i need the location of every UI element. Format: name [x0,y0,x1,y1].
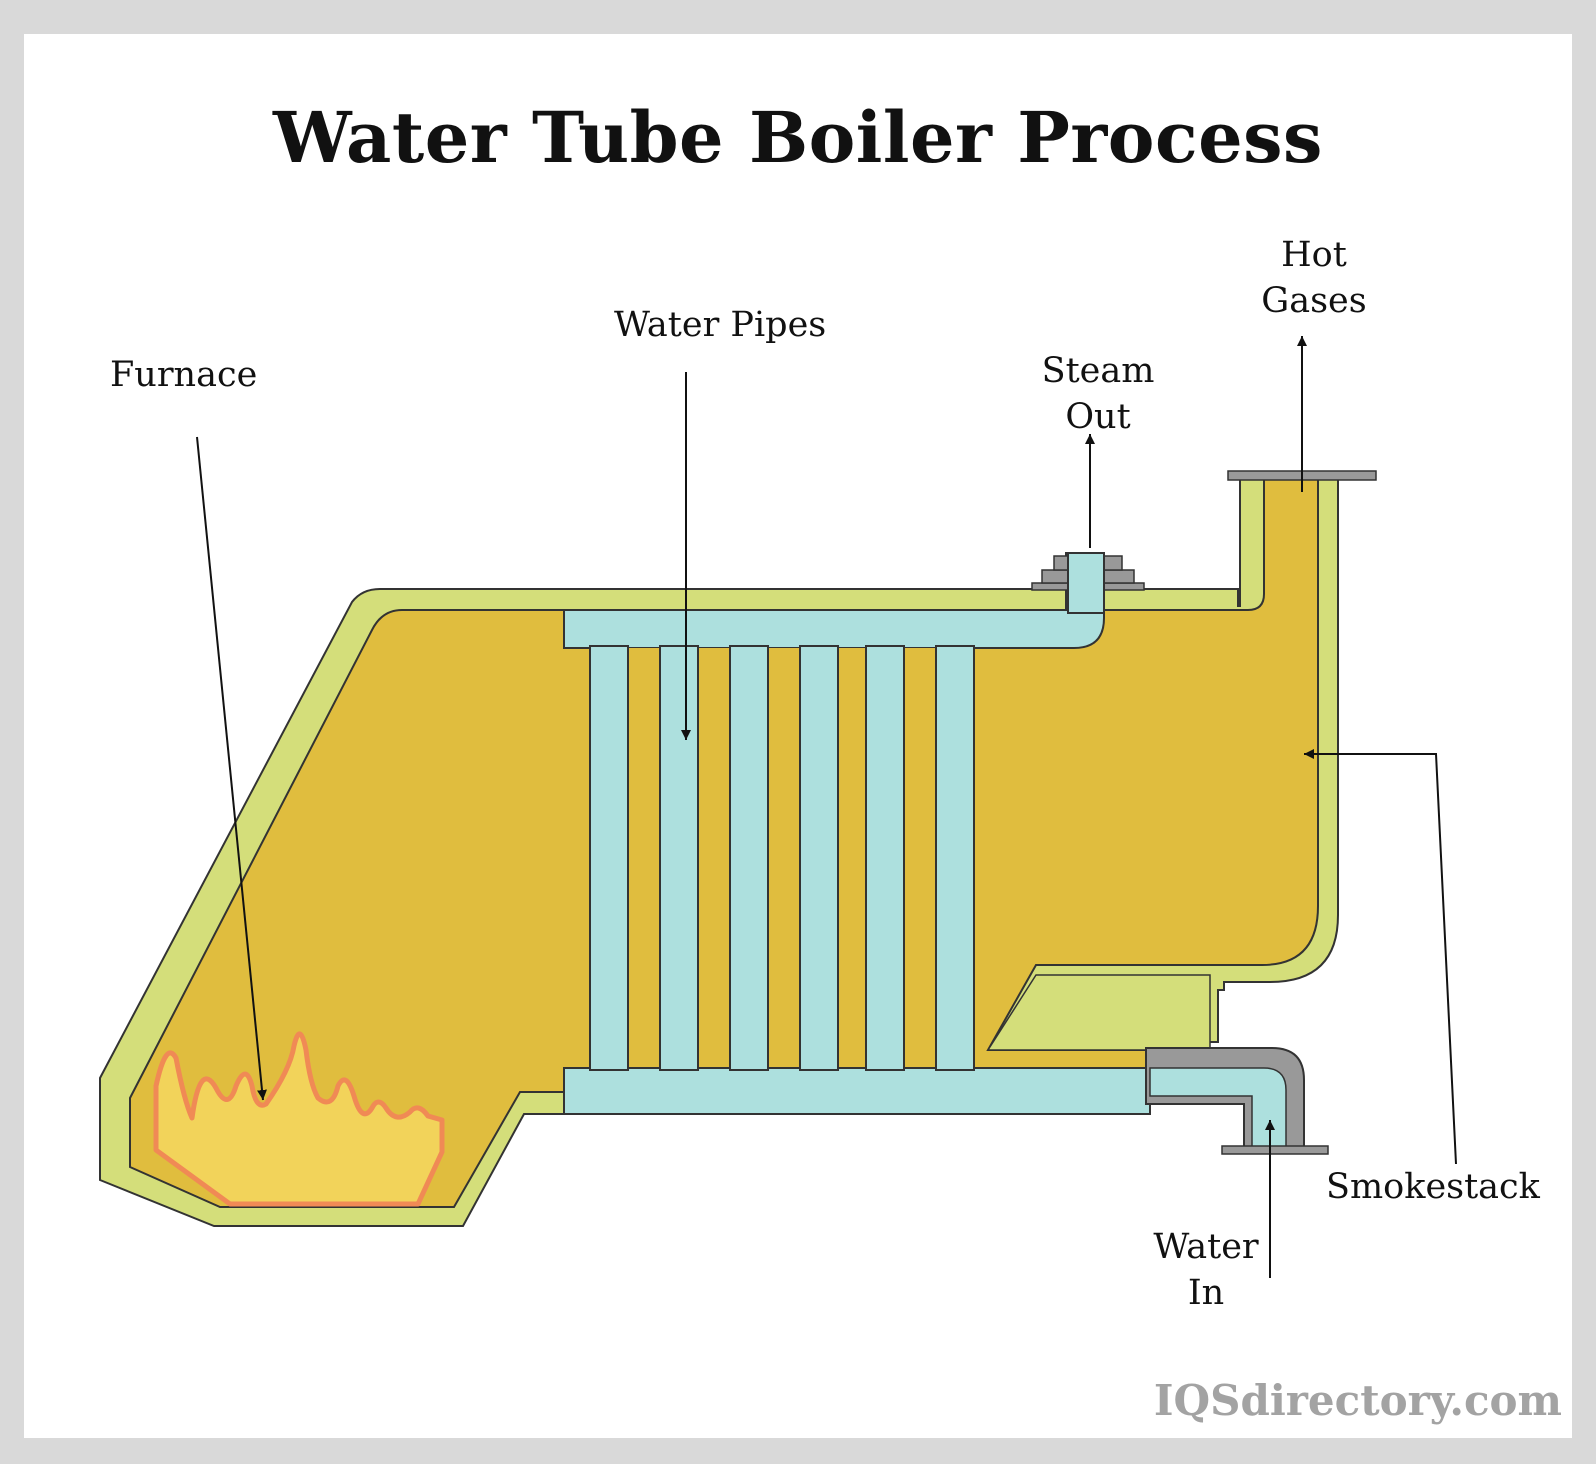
furnace-leader-arrow [196,436,267,1101]
label-water-pipes: Water Pipes [614,305,827,345]
label-furnace: Furnace [110,355,258,395]
label-steam-out-line1: Steam [1041,351,1155,391]
label-water-in: Water In [1146,1224,1266,1316]
label-hot-gases: Hot Gases [1254,232,1374,324]
label-water-in-line2: In [1187,1273,1225,1313]
label-steam-out: Steam Out [1038,348,1158,440]
water-tube-assembly [563,552,1151,1115]
furnace-flame [153,1031,445,1207]
label-hot-gases-line2: Gases [1261,281,1367,321]
label-water-in-line1: Water [1153,1227,1259,1267]
watermark-logo: IQSdirectory.com [1153,1376,1562,1425]
diagram-title: Water Tube Boiler Process [273,96,1323,179]
label-steam-out-line2: Out [1065,397,1131,437]
leader-lines [196,336,1457,1278]
label-hot-gases-line1: Hot [1281,235,1347,275]
lower-ledge [986,974,1211,1051]
steam-outlet-neck [1067,552,1105,614]
smokestack-leader-arrow [1304,749,1457,1165]
water-inlet-pipe [1145,1047,1329,1155]
label-smokestack: Smokestack [1326,1167,1540,1207]
tube-gaps [629,648,935,1052]
